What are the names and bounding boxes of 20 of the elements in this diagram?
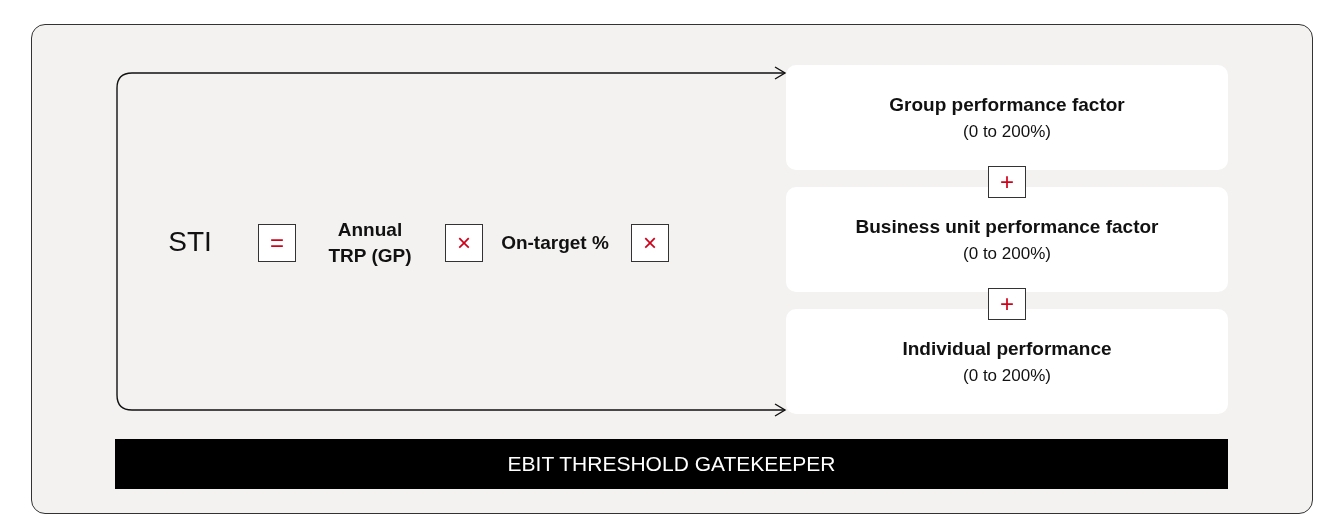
factor-range: (0 to 200%) — [963, 243, 1051, 264]
factor-title: Group performance factor — [889, 93, 1125, 116]
factor-title: Business unit performance factor — [855, 215, 1159, 238]
formula-term: On-target % — [500, 212, 610, 274]
arrow — [116, 66, 786, 243]
multiply-sign: × — [445, 224, 483, 262]
formula-term: Annual TRP (GP) — [318, 212, 422, 274]
factor-range: (0 to 200%) — [963, 121, 1051, 142]
equals-sign: = — [258, 224, 296, 262]
formula-label: STI — [160, 222, 220, 262]
plus-sign: + — [988, 166, 1026, 198]
factor-title: Individual performance — [902, 337, 1112, 360]
arrow — [116, 241, 786, 417]
factor-range: (0 to 200%) — [963, 365, 1051, 386]
plus-sign: + — [988, 288, 1026, 320]
multiply-sign: × — [631, 224, 669, 262]
factor-card — [786, 187, 1228, 292]
factor-card — [786, 65, 1228, 170]
threshold-bar: EBIT THRESHOLD GATEKEEPER — [115, 439, 1228, 489]
factor-card — [786, 309, 1228, 414]
